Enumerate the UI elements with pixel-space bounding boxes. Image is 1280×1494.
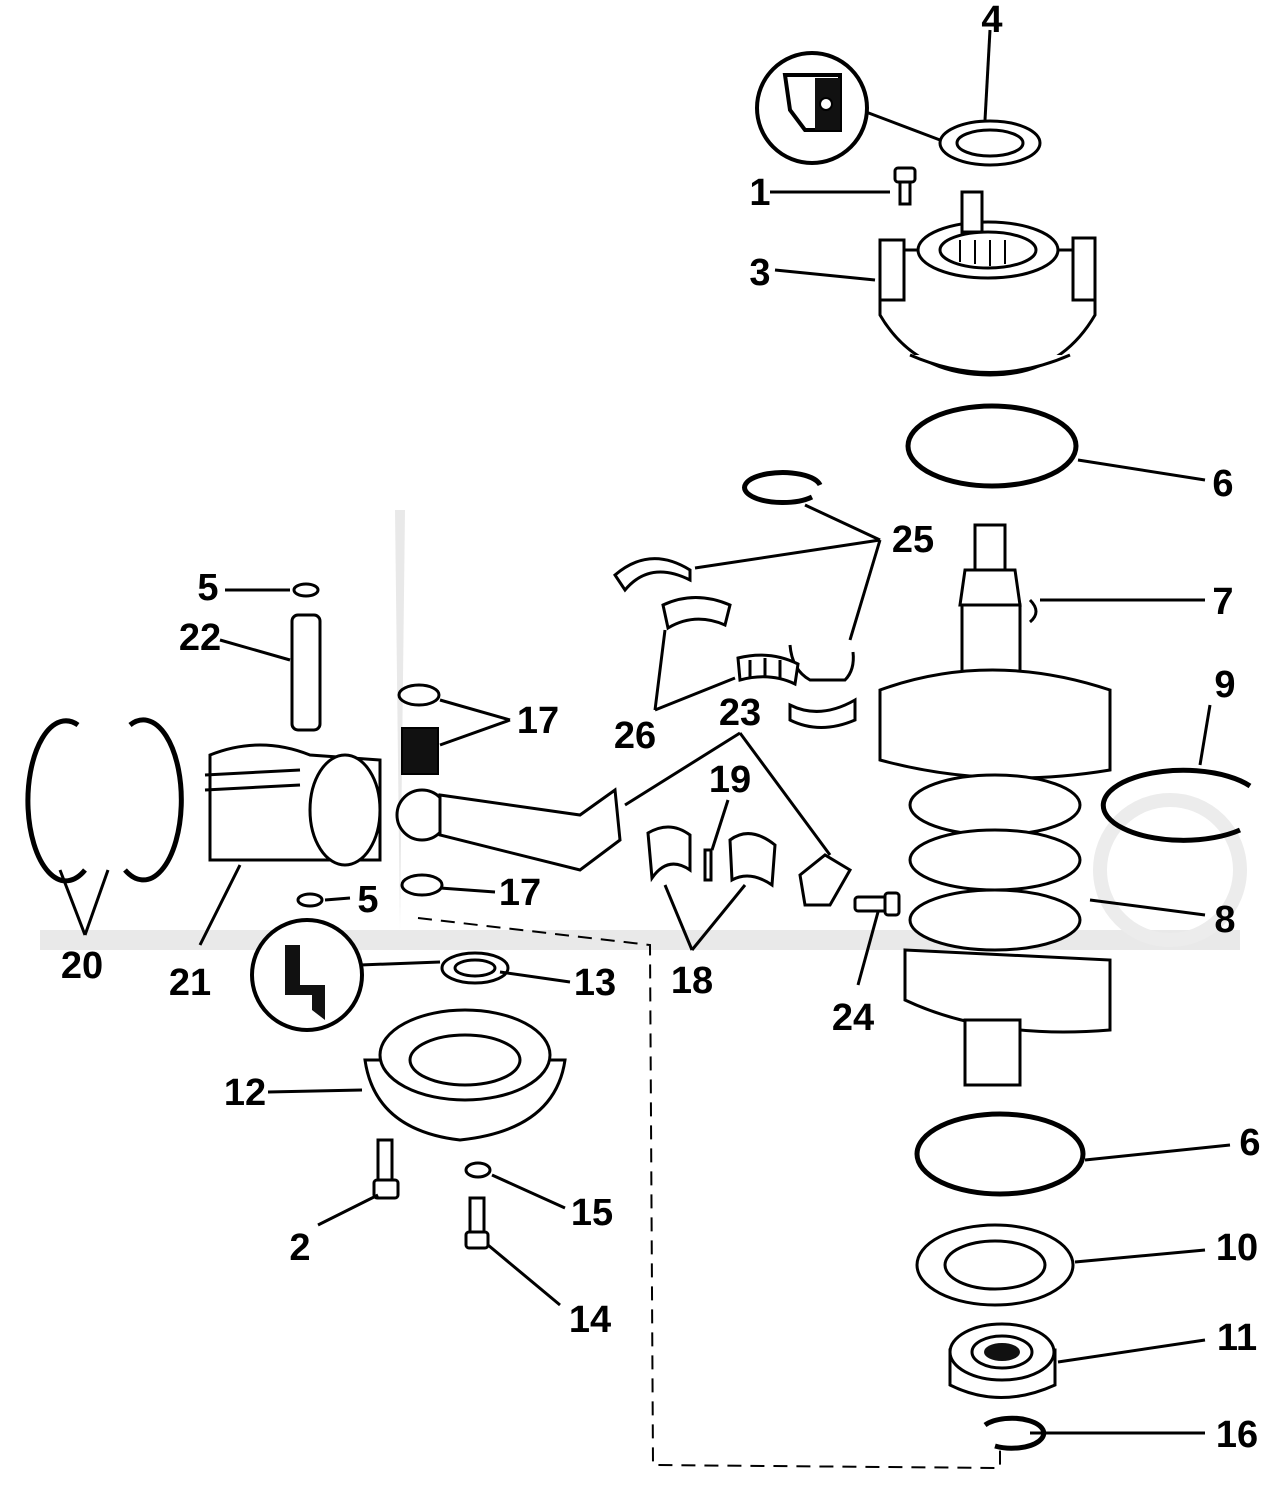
lower-bearing-housing-part [363,951,567,1142]
lower-bolts-part [372,1138,492,1250]
callout-11: 11 [1217,1317,1257,1359]
bearing-icon [661,596,800,687]
bearing-retainer-parts [613,470,857,729]
lower-retaining-ring-part [983,1415,1047,1451]
callout-5-upper: 5 [197,567,218,609]
callout-7: 7 [1212,581,1233,623]
callout-16: 16 [1216,1414,1258,1456]
callout-19: 19 [709,759,751,801]
piston-pin-part [290,582,324,908]
callout-4: 4 [981,0,1002,41]
callout-6-lower: 6 [1239,1122,1260,1164]
piston-rings-parts [25,717,184,884]
callout-15: 15 [571,1192,613,1234]
callout-10: 10 [1216,1227,1258,1269]
callout-9: 9 [1214,664,1235,706]
piston-icon [204,743,382,867]
callout-23: 23 [719,692,761,734]
upper-o-ring-part [905,403,1079,489]
rod-bearing-halves-part [646,825,777,888]
callout-2: 2 [289,1227,310,1269]
ball-bearing-part [948,1322,1057,1399]
callout-1: 1 [749,172,770,214]
callout-8: 8 [1214,899,1235,941]
lower-o-ring-part [914,1111,1086,1197]
needle-bearing-part [397,683,444,897]
leader-lines [58,29,1231,1435]
upper-bearing-housing-part [878,190,1097,377]
callout-20: 20 [61,945,103,987]
connecting-rod-icon [395,787,853,907]
callout-3: 3 [749,252,770,294]
callout-21: 21 [169,962,211,1004]
callout-13: 13 [574,962,616,1004]
rod-bolt-part [853,891,901,917]
callout-5-lower: 5 [357,879,378,921]
callout-6-upper: 6 [1212,463,1233,505]
callout-22: 22 [179,617,221,659]
seal-detail-icon [755,51,941,165]
callout-12: 12 [224,1072,266,1114]
lower-plate-part [915,1223,1075,1307]
callout-18: 18 [671,960,713,1002]
crankshaft-icon [878,523,1112,1087]
upper-seal-ring-part [938,119,1042,167]
upper-screw-part [893,166,917,206]
callout-17-lower: 17 [499,872,541,914]
lower-seal-detail-icon [250,918,441,1032]
callout-24: 24 [832,997,874,1039]
callout-25: 25 [892,519,934,561]
assembly-dashed-line [417,917,1001,1470]
callout-17-upper: 17 [517,700,559,742]
crank-seal-ring-part [1100,767,1252,843]
callout-labels: 4 1 3 6 25 5 7 22 9 23 17 26 19 17 5 8 2… [61,0,1261,1456]
callout-14: 14 [569,1299,611,1341]
callout-26: 26 [614,715,656,757]
